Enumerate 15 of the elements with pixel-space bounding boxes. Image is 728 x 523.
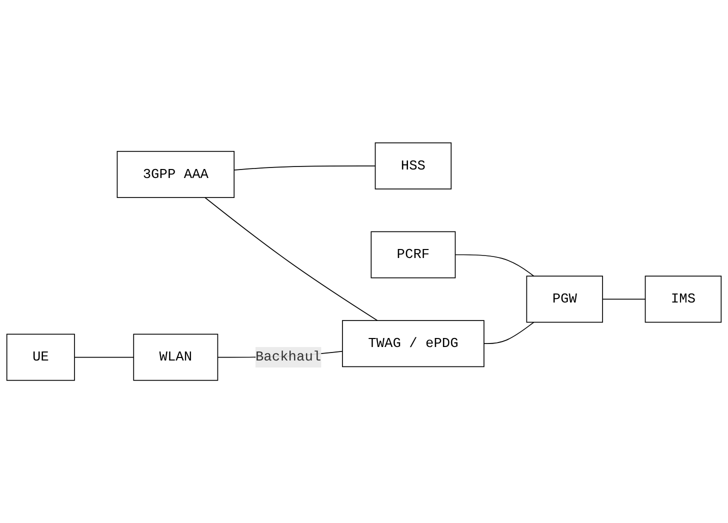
node-box: HSS	[374, 142, 452, 190]
node-box: IMS	[644, 276, 722, 323]
node-box: WLAN	[133, 334, 218, 381]
connector	[74, 356, 134, 358]
connector	[602, 298, 646, 300]
connector	[454, 254, 534, 276]
node-box: 3GPP AAA	[116, 150, 235, 198]
node-box: PCRF	[370, 231, 456, 278]
node-box: UE	[6, 334, 75, 381]
connector	[204, 197, 378, 321]
node-box: TWAG / ePDG	[342, 320, 484, 368]
node-box: PGW	[526, 276, 603, 323]
connector	[484, 322, 534, 344]
edge-label: Backhaul	[255, 350, 322, 365]
connector	[234, 165, 376, 170]
